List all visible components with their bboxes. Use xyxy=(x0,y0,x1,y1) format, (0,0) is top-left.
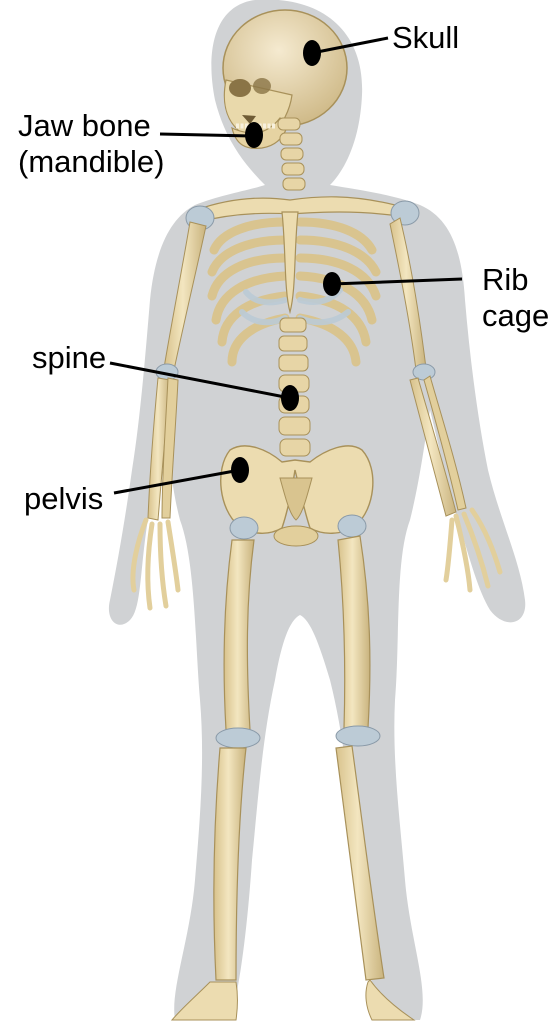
skull-label: Skull xyxy=(392,20,459,56)
rib-cage-label-line2: cage xyxy=(482,298,549,334)
jaw-bone-label: Jaw bone (mandible) xyxy=(18,108,164,180)
rib-cage-label: Rib cage xyxy=(482,262,549,334)
pelvis-marker xyxy=(231,457,249,483)
spine-label: spine xyxy=(32,340,106,376)
skull-label-text: Skull xyxy=(392,20,459,56)
spine-label-text: spine xyxy=(32,340,106,376)
jaw-marker xyxy=(245,122,263,148)
pelvis-label-text: pelvis xyxy=(24,481,103,517)
skull-marker xyxy=(303,40,321,66)
spine-marker xyxy=(281,385,299,411)
jaw-bone-label-line2: (mandible) xyxy=(18,144,164,180)
rib-marker xyxy=(323,272,341,296)
pelvis-label: pelvis xyxy=(24,481,103,517)
rib-cage-label-line1: Rib xyxy=(482,262,549,298)
jaw-bone-label-line1: Jaw bone xyxy=(18,108,164,144)
